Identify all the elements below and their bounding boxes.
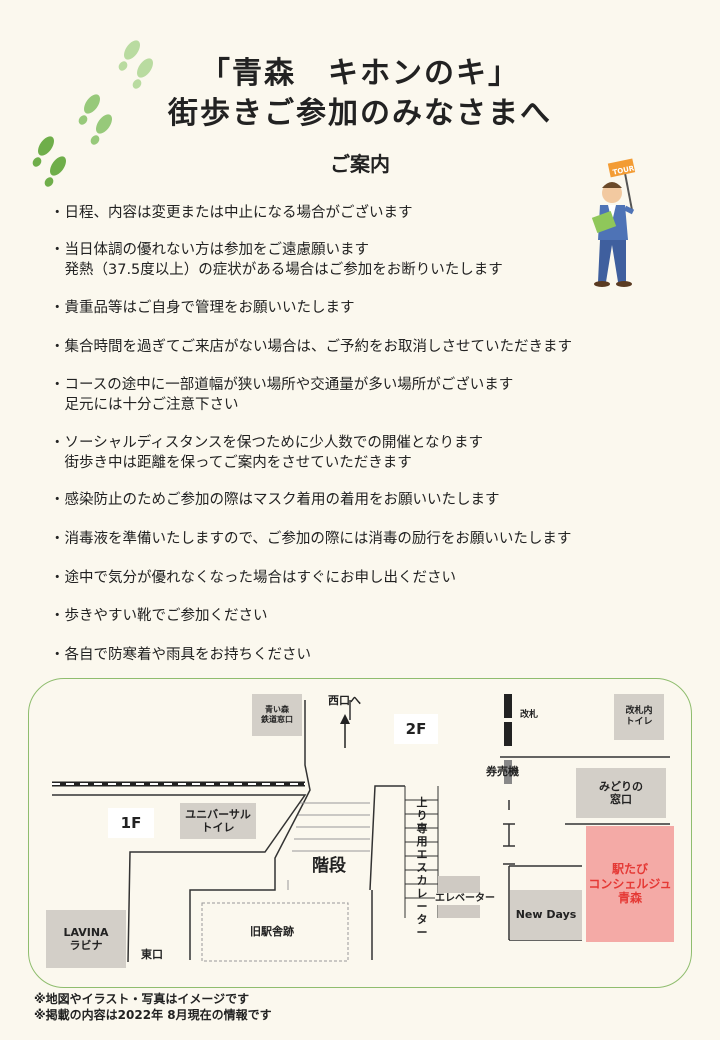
notice-item: ・消毒液を準備いたしますので、ご参加の際には消毒の励行をお願いいたします (50, 531, 572, 547)
ticket-machine-label: 券売機 (486, 765, 519, 778)
notice-item: ・集合時間を過ぎてご来店がない場合は、ご予約をお取消しさせていただきます (50, 339, 572, 355)
station-map (28, 678, 692, 988)
footer-note: ※掲載の内容は2022年 8月現在の情報です (34, 1008, 272, 1022)
up-escalator-label: 上り専用エスカレーター (416, 796, 428, 939)
universal-toilet: ユニバーサル トイレ (180, 803, 256, 839)
notice-item: ・各自で防寒着や雨具をお持ちください (50, 647, 311, 663)
ticket-gate-label: 改札 (520, 710, 539, 720)
floor-2f-label: 2F (394, 714, 438, 744)
page-title: 「青森 キホンのキ」 (200, 56, 520, 91)
page-subtitle: ご案内 (330, 152, 390, 176)
notice-item: ・途中で気分が優れなくなった場合はすぐにお申し出ください (50, 570, 456, 586)
floor-1f-label: 1F (108, 808, 154, 838)
notice-item: ・コースの途中に一部道幅が狭い場所や交通量が多い場所がございます 足元には十分ご… (50, 377, 514, 413)
notice-item: ・貴重品等はご自身で管理をお願いいたします (50, 300, 355, 316)
inside-gate-toilet: 改札内 トイレ (614, 694, 664, 740)
newdays-shop: New Days (510, 890, 582, 940)
notice-item: ・ソーシャルディスタンスを保つために少人数での開催となります 街歩き中は距離を保… (50, 435, 483, 471)
concierge-desk: 駅たび コンシェルジュ 青森 (586, 826, 674, 942)
notice-item: ・歩きやすい靴でご参加ください (50, 608, 268, 624)
stairs-label: 階段 (312, 856, 346, 876)
notice-item: ・感染防止のためご参加の際はマスク着用の着用をお願いいたします (50, 492, 500, 508)
page-title-line2: 街歩きご参加のみなさまへ (168, 96, 552, 131)
west-exit-label: 西口へ (328, 694, 361, 707)
elevator-label: エレベーター (435, 893, 495, 905)
east-exit-label: 東口 (141, 948, 163, 961)
lavina-building: LAVINA ラビナ (46, 910, 126, 968)
aoimori-ticket-office: 青い森 鉄道窓口 (252, 694, 302, 736)
footer-note: ※地図やイラスト・写真はイメージです (34, 992, 250, 1006)
notice-item: ・当日体調の優れない方は参加をご遠慮願います 発熱（37.5度以上）の症状がある… (50, 242, 503, 278)
midori-window: みどりの 窓口 (576, 768, 666, 818)
notice-item: ・日程、内容は変更または中止になる場合がございます (50, 205, 413, 221)
old-station-site-label: 旧駅舎跡 (250, 925, 294, 938)
